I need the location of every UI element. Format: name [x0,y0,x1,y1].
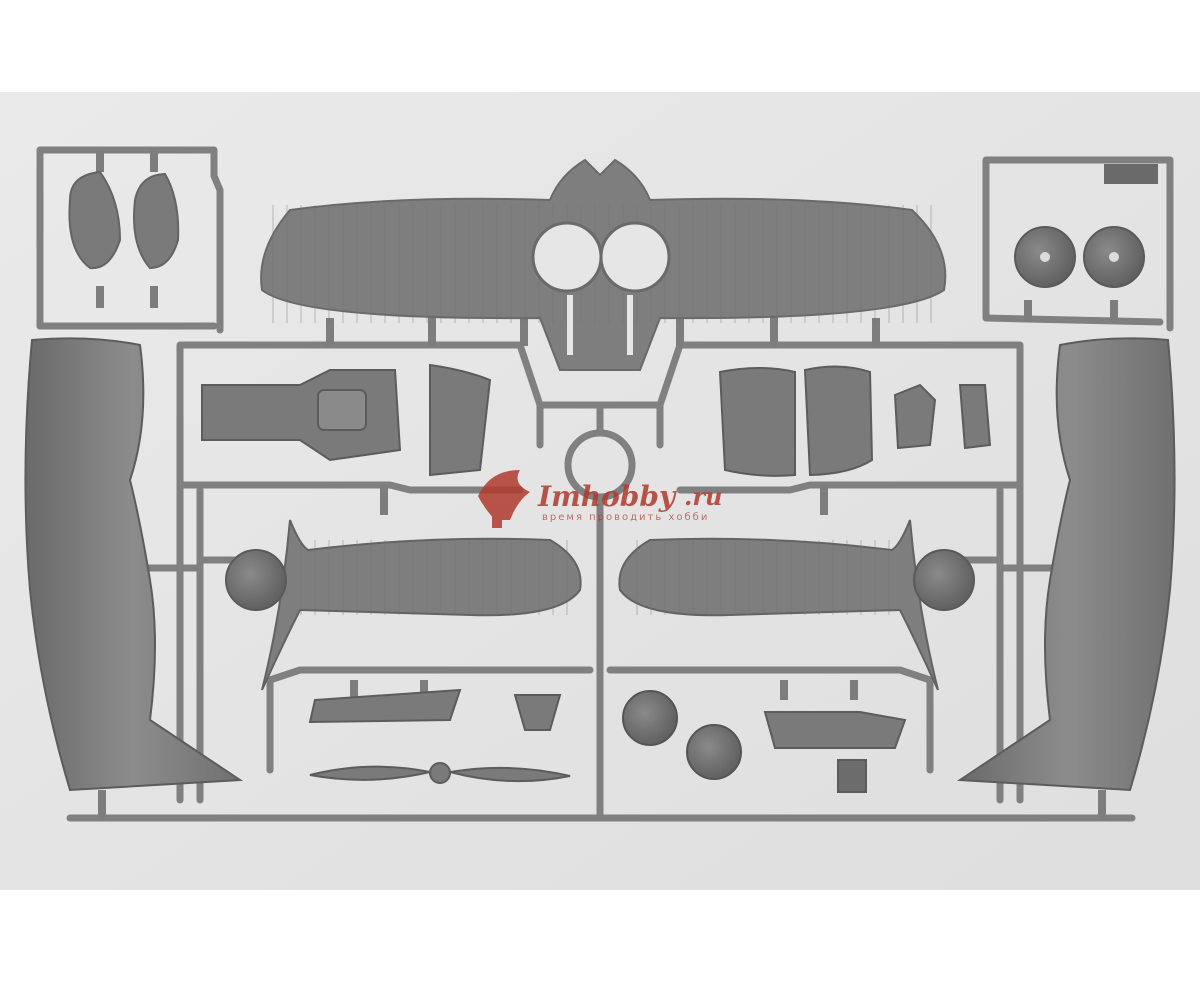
cowling-panel-left [429,363,492,477]
watermark: Imhobby .ru время проводить хобби [538,482,758,526]
fuselage-right [956,337,1176,792]
headrest-parts [68,170,180,270]
watermark-slogan: время проводить хобби [542,512,710,523]
watermark-name: Imhobby [538,480,676,513]
cockpit-floor [201,369,402,462]
cowling-panels-right [718,365,992,477]
lower-wing-left [261,519,582,691]
gate-stubs [96,150,1118,818]
small-wheels [1014,164,1158,288]
fuselage-left [24,337,244,792]
propeller [309,762,571,784]
small-bottom-parts [308,688,907,793]
watermark-logo [478,470,530,528]
landing-wheels [622,690,742,780]
side-discs [225,549,975,611]
lower-wing-right [618,519,939,691]
watermark-tld: .ru [684,482,723,511]
upper-wing [260,158,947,371]
